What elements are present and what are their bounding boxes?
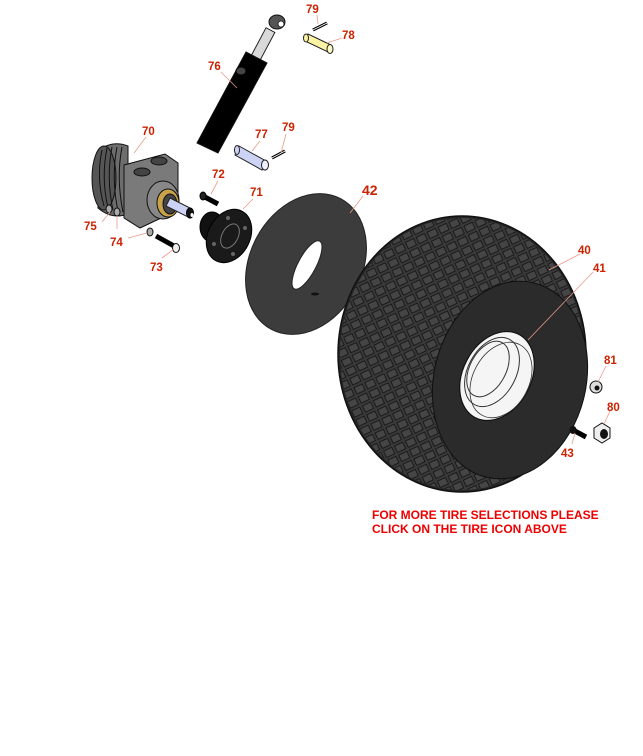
callout-81[interactable]: 81 <box>604 355 617 367</box>
callout-73[interactable]: 73 <box>150 262 163 274</box>
shock-absorber[interactable] <box>196 14 286 154</box>
pin-78[interactable] <box>303 33 334 54</box>
bolt-73[interactable] <box>154 233 180 253</box>
callout-80[interactable]: 80 <box>607 402 620 414</box>
leader-lines <box>101 14 611 445</box>
bolt-72[interactable] <box>199 191 220 207</box>
rim-guard-42[interactable] <box>222 172 390 355</box>
callout-72[interactable]: 72 <box>212 169 225 181</box>
callout-79-lower[interactable]: 79 <box>282 122 295 134</box>
notice-line-1: FOR MORE TIRE SELECTIONS PLEASE <box>372 508 599 522</box>
callout-76[interactable]: 76 <box>208 61 221 73</box>
wheel-41[interactable] <box>445 319 549 434</box>
callout-74[interactable]: 74 <box>110 237 123 249</box>
callout-43[interactable]: 43 <box>561 448 574 460</box>
callout-70[interactable]: 70 <box>142 126 155 138</box>
bolt-74[interactable] <box>146 227 154 237</box>
callout-75[interactable]: 75 <box>84 221 97 233</box>
callout-78[interactable]: 78 <box>342 30 355 42</box>
wheel-motor[interactable] <box>91 143 194 229</box>
notice-line-2: CLICK ON THE TIRE ICON ABOVE <box>372 521 567 536</box>
callout-42[interactable]: 42 <box>362 182 378 198</box>
cotter-pin-79-top[interactable] <box>312 21 328 32</box>
hub-71[interactable] <box>197 201 260 270</box>
nut-80[interactable] <box>593 422 611 444</box>
cotter-pin-79-lower[interactable] <box>271 149 286 160</box>
bolt-75[interactable] <box>105 204 121 217</box>
callout-40[interactable]: 40 <box>578 245 591 257</box>
bolt-43[interactable] <box>569 426 588 440</box>
tire-selection-notice: FOR MORE TIRE SELECTIONS PLEASE CLICK ON… <box>372 508 632 536</box>
callout-77[interactable]: 77 <box>255 129 268 141</box>
callout-41[interactable]: 41 <box>593 263 606 275</box>
callout-71[interactable]: 71 <box>250 187 263 199</box>
nut-81[interactable] <box>589 380 603 394</box>
callout-79-top[interactable]: 79 <box>306 4 319 16</box>
pin-77[interactable] <box>234 145 269 171</box>
